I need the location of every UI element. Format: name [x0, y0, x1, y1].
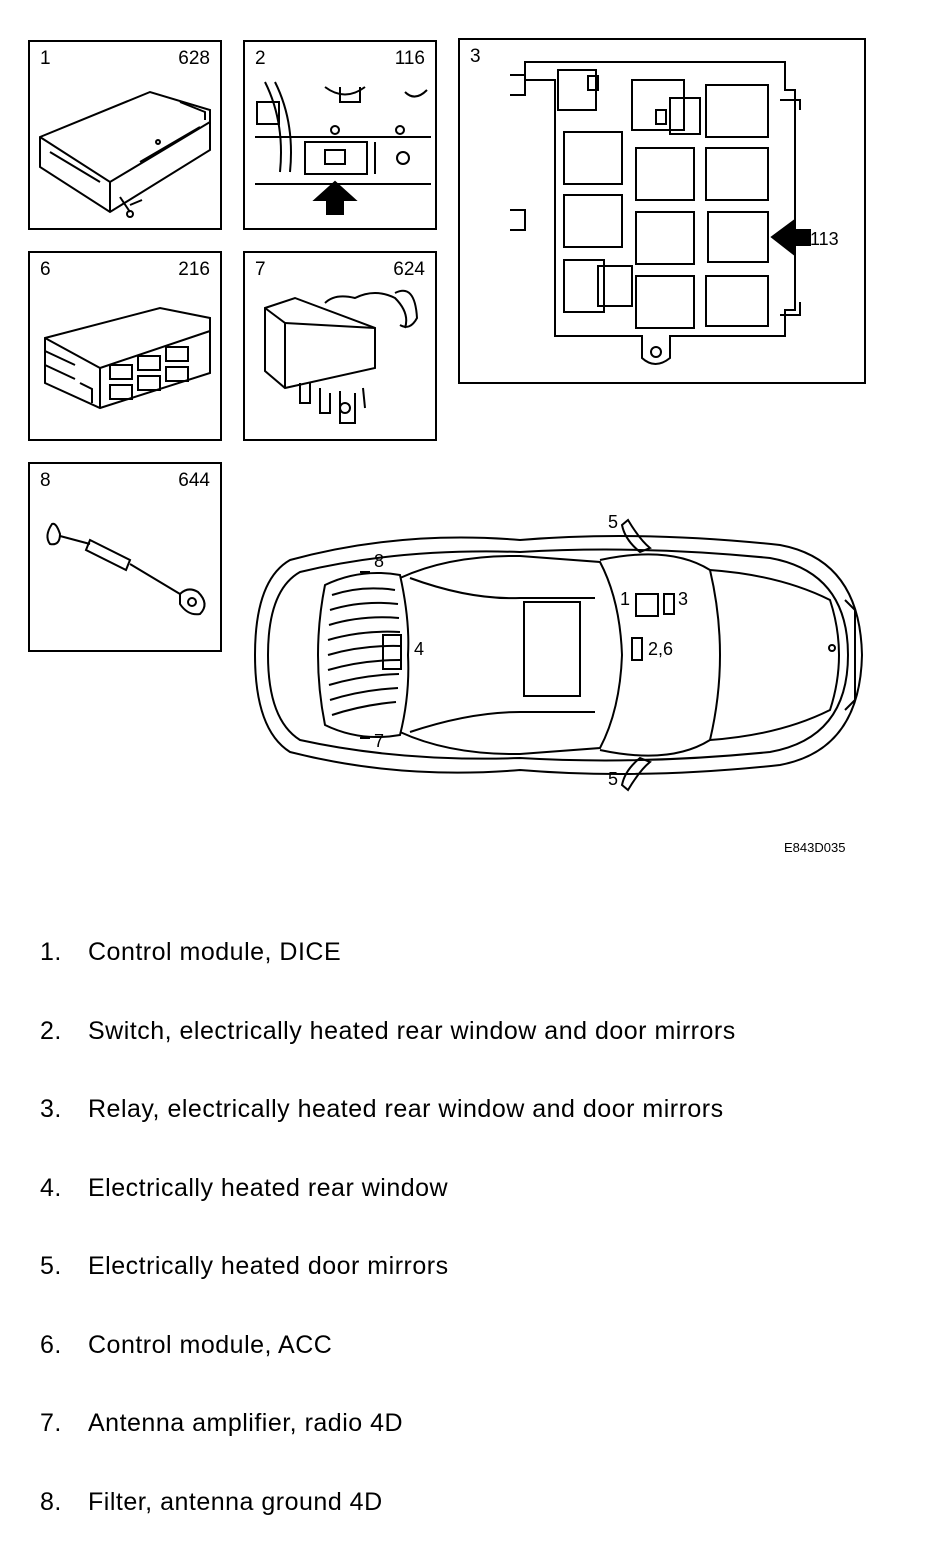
car-label-item-3: 3 — [678, 590, 688, 608]
legend-item: 6.Control module, ACC — [40, 1323, 736, 1402]
legend-text: Filter, antenna ground 4D — [88, 1488, 383, 1516]
legend-number: 8. — [40, 1480, 88, 1524]
legend-text: Electrically heated rear window — [88, 1174, 448, 1202]
legend-text: Relay, electrically heated rear window a… — [88, 1095, 724, 1123]
legend-number: 7. — [40, 1401, 88, 1445]
car-label-item-8: 8 — [374, 552, 384, 570]
legend-number: 5. — [40, 1244, 88, 1288]
legend-number: 4. — [40, 1166, 88, 1210]
legend-text: Antenna amplifier, radio 4D — [88, 1409, 403, 1437]
legend-item: 1.Control module, DICE — [40, 930, 736, 1009]
car-top-view — [0, 0, 928, 880]
car-label-mirror-bottom: 5 — [608, 770, 618, 788]
legend-text: Control module, ACC — [88, 1331, 332, 1359]
car-label-item-7: 7 — [374, 732, 384, 750]
legend-text: Control module, DICE — [88, 938, 341, 966]
car-label-item-2-6: 2,6 — [648, 640, 673, 658]
legend-item: 3.Relay, electrically heated rear window… — [40, 1087, 736, 1166]
legend-number: 3. — [40, 1087, 88, 1131]
legend-text: Electrically heated door mirrors — [88, 1252, 449, 1280]
legend-item: 7.Antenna amplifier, radio 4D — [40, 1401, 736, 1480]
car-label-item-1: 1 — [620, 590, 630, 608]
legend-text: Switch, electrically heated rear window … — [88, 1017, 736, 1045]
car-label-item-4: 4 — [414, 640, 424, 658]
legend-number: 1. — [40, 930, 88, 974]
legend-item: 4.Electrically heated rear window — [40, 1166, 736, 1245]
legend-number: 6. — [40, 1323, 88, 1367]
car-label-mirror-top: 5 — [608, 513, 618, 531]
figure-reference: E843D035 — [784, 840, 845, 855]
legend-number: 2. — [40, 1009, 88, 1053]
legend-item: 5.Electrically heated door mirrors — [40, 1244, 736, 1323]
legend-item: 8.Filter, antenna ground 4D — [40, 1480, 736, 1558]
legend-list: 1.Control module, DICE 2.Switch, electri… — [40, 930, 736, 1558]
legend-item: 2.Switch, electrically heated rear windo… — [40, 1009, 736, 1088]
